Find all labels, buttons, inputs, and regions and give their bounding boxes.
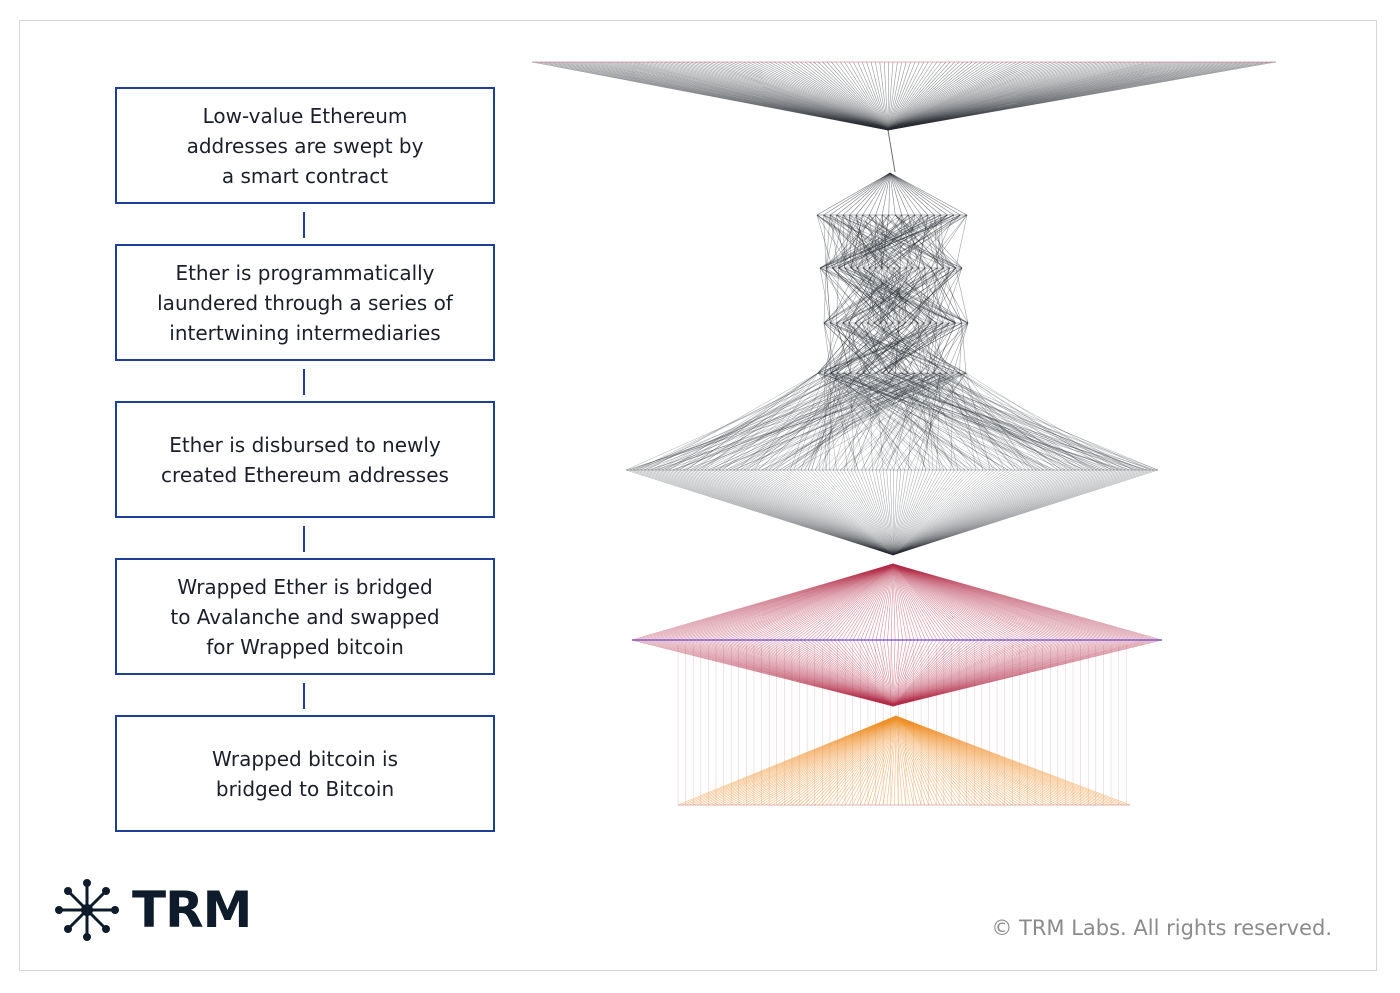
connector-2	[303, 369, 305, 395]
network-star-icon	[55, 879, 119, 941]
step-text-4: Wrapped Ether is bridged to Avalanche an…	[170, 574, 440, 659]
transaction-flow-graph	[531, 61, 1277, 806]
sweep-fan	[531, 61, 1277, 173]
intermediary-mesh	[816, 214, 969, 374]
step-box-5: Wrapped bitcoin is bridged to Bitcoin	[115, 715, 495, 832]
connector-1	[303, 212, 305, 238]
intermediary-fan	[816, 172, 968, 216]
trm-logo: TRM	[54, 878, 252, 942]
step-text-3: Ether is disbursed to newly created Ethe…	[161, 432, 449, 487]
step-box-1: Low-value Ethereum addresses are swept b…	[115, 87, 495, 204]
copyright-notice: © TRM Labs. All rights reserved.	[991, 916, 1332, 940]
connector-3	[303, 526, 305, 552]
step-text-2: Ether is programmatically laundered thro…	[157, 260, 453, 345]
step-box-3: Ether is disbursed to newly created Ethe…	[115, 401, 495, 518]
step-text-1: Low-value Ethereum addresses are swept b…	[186, 103, 424, 188]
figure-frame	[19, 20, 1377, 971]
avalanche-bridge	[631, 563, 1163, 707]
step-box-2: Ether is programmatically laundered thro…	[115, 244, 495, 361]
brand-name: TRM	[132, 881, 252, 939]
bitcoin-bridge	[677, 645, 1131, 806]
step-box-4: Wrapped Ether is bridged to Avalanche an…	[115, 558, 495, 675]
disbursement-fan	[625, 372, 1159, 556]
step-text-5: Wrapped bitcoin is bridged to Bitcoin	[212, 746, 398, 801]
connector-4	[303, 683, 305, 709]
